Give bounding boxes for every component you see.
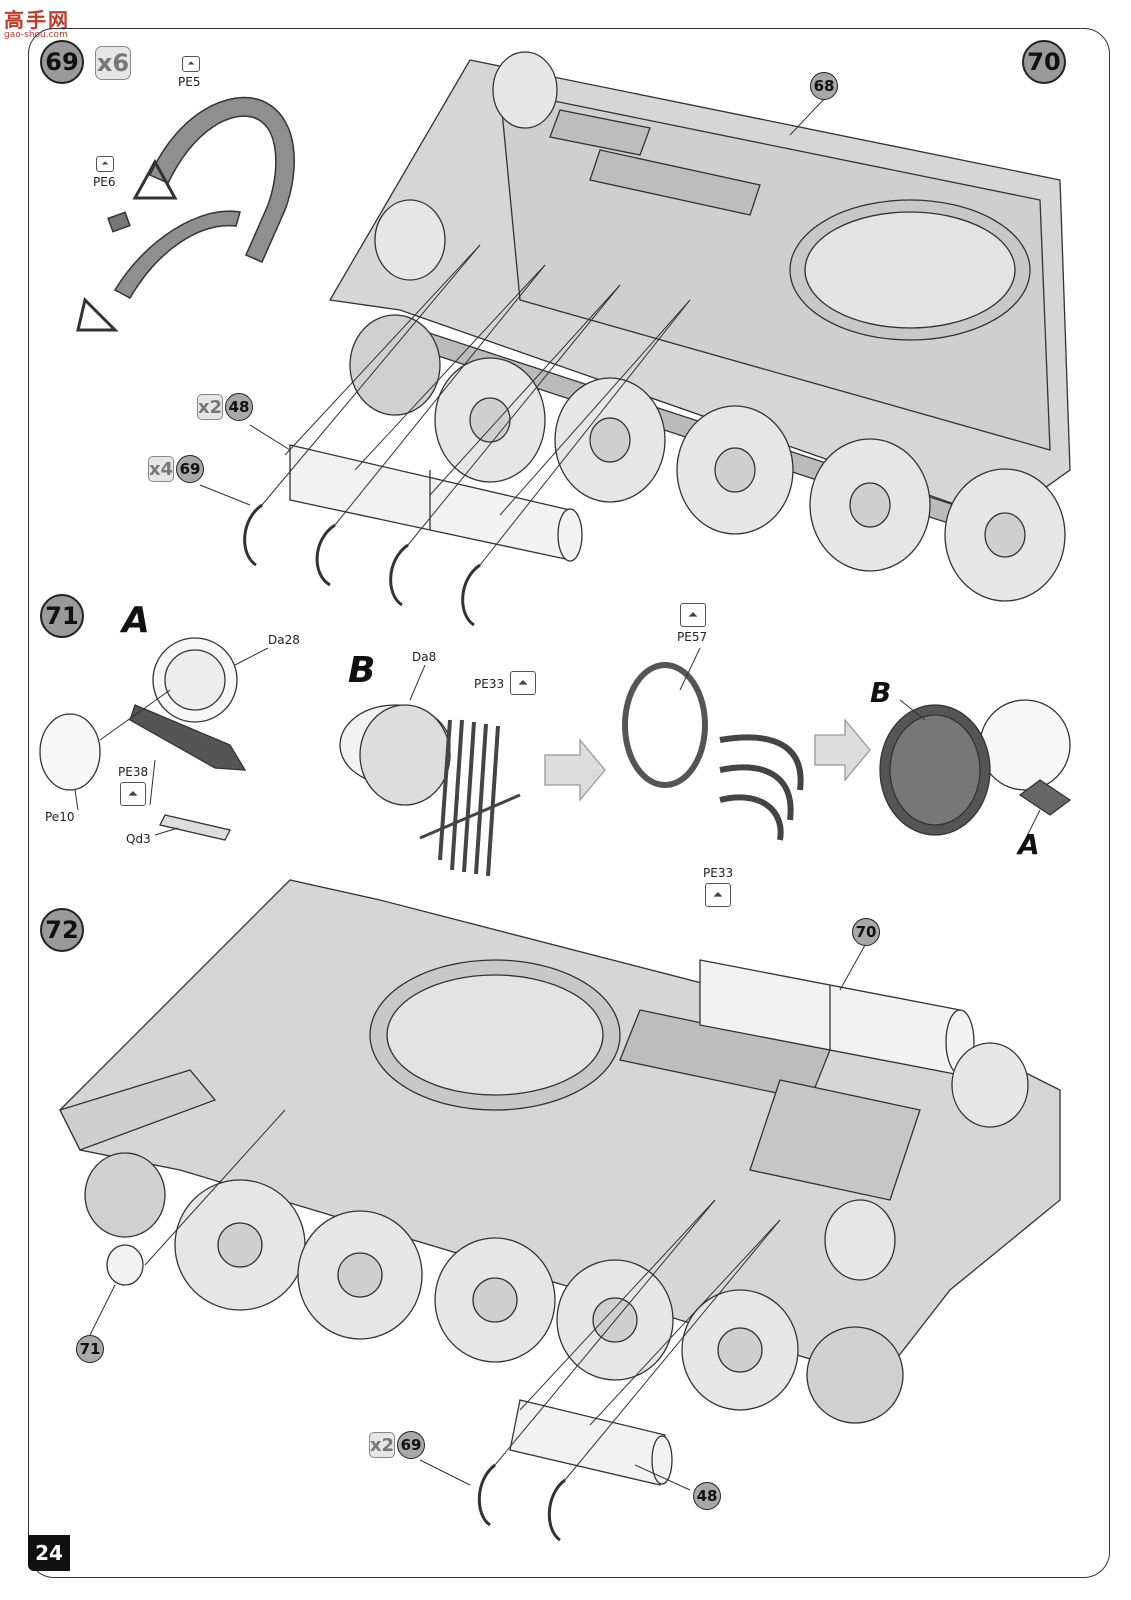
ref-69-badge-top: 69	[176, 455, 204, 483]
sub-assembly-a-label: A	[122, 600, 150, 641]
label-pe10: Pe10	[45, 810, 75, 824]
leader-lines-72	[144, 1109, 781, 1491]
fuel-drum-top	[289, 444, 583, 562]
label-da28: Da28	[268, 633, 300, 647]
ref-71-badge: 71	[76, 1335, 104, 1363]
label-pe33-top: PE33	[474, 677, 505, 691]
fuel-drum-side-bottom	[509, 1399, 673, 1486]
ref-69-badge-bottom: 69	[397, 1431, 425, 1459]
pe33-photo-etch-icon-bottom: ⏶	[705, 883, 731, 907]
ref-48-badge-top: 48	[225, 393, 253, 421]
qty-69-top: x4	[148, 456, 174, 482]
label-pe5: PE5	[178, 75, 201, 89]
page-frame	[28, 28, 1110, 1578]
step-72-badge: 72	[40, 908, 84, 952]
assembly-arrows-71	[544, 718, 871, 802]
drum-straps-top	[243, 503, 481, 627]
label-leaders	[74, 97, 1041, 1486]
label-qd3: Qd3	[126, 832, 151, 846]
ref-70-badge: 70	[852, 918, 880, 946]
guard-ring-drawing	[622, 662, 804, 841]
headlight-a-drawing	[39, 637, 247, 841]
step-71-badge: 71	[40, 594, 84, 638]
sub-assembly-b-label: B	[348, 650, 376, 691]
qty-69-bottom: x2	[369, 1432, 395, 1458]
hull-side-drawing	[59, 879, 1061, 1381]
step-69-badge: 69	[40, 40, 84, 84]
strap-drawing	[76, 96, 295, 332]
pe5-photo-etch-icon: ⏶	[182, 56, 200, 72]
pe33-photo-etch-icon-top: ⏶	[510, 671, 536, 695]
step-70-badge: 70	[1022, 40, 1066, 84]
leader-lines-70	[261, 244, 691, 566]
pe57-photo-etch-icon: ⏶	[680, 603, 706, 627]
headlight-assembled-drawing	[879, 699, 1072, 836]
label-pe57: PE57	[677, 630, 708, 644]
headlight-guard-b-drawing	[339, 704, 521, 877]
ref-68-badge: 68	[810, 72, 838, 100]
page-number: 24	[28, 1535, 70, 1571]
sub-assembly-b-result-label: B	[870, 676, 892, 709]
drum-straps-bottom	[477, 1463, 566, 1542]
small-headlight-72	[106, 1244, 144, 1286]
label-pe33-bottom: PE33	[703, 866, 734, 880]
pe6-photo-etch-icon: ⏶	[96, 156, 114, 172]
label-pe38: PE38	[118, 765, 149, 779]
pe38-photo-etch-icon: ⏶	[120, 782, 146, 806]
sub-assembly-a-result-label: A	[1018, 828, 1040, 861]
label-da8: Da8	[412, 650, 437, 664]
step-69-quantity: x6	[95, 46, 131, 80]
qty-48-top: x2	[197, 394, 223, 420]
ref-48-badge-bottom: 48	[693, 1482, 721, 1510]
road-wheels-side	[84, 1042, 1029, 1424]
road-wheels-top	[349, 51, 1066, 602]
label-pe6: PE6	[93, 175, 116, 189]
